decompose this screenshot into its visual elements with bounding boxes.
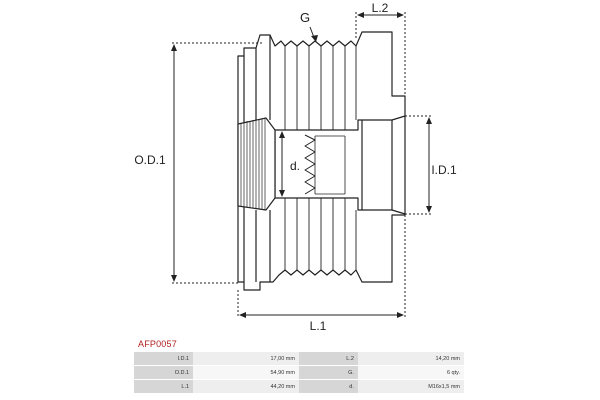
- spec-label: L.1: [134, 379, 194, 394]
- spec-value: 44,20 mm: [193, 379, 299, 394]
- spec-label: I.D.1: [134, 352, 194, 366]
- table-row: L.1 44,20 mm d. M16x1,5 mm: [134, 379, 464, 394]
- label-outer-diameter: O.D.1: [134, 153, 166, 167]
- spec-label: d.: [298, 379, 358, 394]
- label-groove: G: [300, 10, 310, 25]
- part-code: AFP0057: [138, 339, 177, 349]
- label-thread-d: d.: [290, 159, 300, 173]
- spec-label: L.2: [298, 352, 358, 366]
- spec-value: 17,00 mm: [193, 352, 299, 366]
- spec-value: 6 qty.: [357, 365, 464, 380]
- spec-label: O.D.1: [134, 365, 194, 380]
- specs-table: I.D.1 17,00 mm L.2 14,20 mm O.D.1 54,90 …: [134, 352, 464, 394]
- table-row: I.D.1 17,00 mm L.2 14,20 mm: [134, 352, 464, 366]
- spec-value: M16x1,5 mm: [357, 379, 464, 394]
- label-inner-diameter: I.D.1: [431, 163, 457, 177]
- table-row: O.D.1 54,90 mm G. 6 qty.: [134, 365, 464, 380]
- pulley-outline: [237, 31, 406, 291]
- pulley-technical-drawing: G L.2 O.D.1 I.D.1 d. L.1: [134, 1, 457, 333]
- label-length-1: L.1: [310, 319, 327, 333]
- spec-value: 54,90 mm: [193, 365, 299, 380]
- spline-hub: [237, 117, 276, 211]
- label-length-2: L.2: [372, 1, 389, 15]
- spec-label: G.: [298, 365, 358, 380]
- spec-value: 14,20 mm: [357, 352, 464, 366]
